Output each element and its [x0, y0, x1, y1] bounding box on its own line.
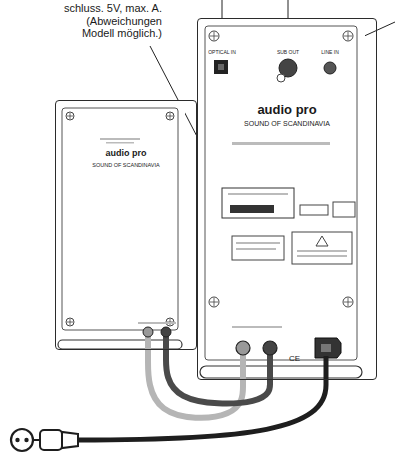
brand-logo-text: audio pro — [56, 149, 196, 159]
port-label: OPTICAL IN — [204, 50, 240, 56]
back-panel — [205, 26, 357, 360]
port-label: LINE IN — [312, 50, 348, 56]
line-in-port — [324, 62, 336, 74]
warning-triangle — [316, 236, 328, 246]
speaker-terminal — [236, 341, 250, 355]
power-cable — [78, 356, 326, 440]
brand-slogan: SOUND OF SCANDINAVIA — [56, 162, 196, 168]
optical-port — [218, 64, 224, 70]
back-panel — [62, 108, 178, 330]
right-speaker — [197, 18, 365, 380]
rating-label — [232, 236, 284, 260]
aptx-badge — [333, 202, 355, 217]
ac-socket — [321, 344, 331, 352]
mains-plug — [11, 429, 78, 451]
speaker-body — [55, 100, 185, 350]
brand-logo-text: audio pro — [198, 103, 376, 117]
screw-crosses — [210, 32, 352, 306]
speaker-back-panel: audio proSOUND OF SCANDINAVIA — [55, 100, 197, 350]
indicator-hole — [277, 74, 285, 82]
speaker-body — [197, 18, 365, 380]
speaker-terminal — [143, 327, 153, 337]
speaker-terminal — [161, 327, 171, 337]
optical-port — [214, 60, 228, 74]
speaker-back-panel: audio proSOUND OF SCANDINAVIA — [197, 18, 377, 380]
bluetooth-badge — [300, 205, 328, 215]
speaker-cable — [166, 350, 270, 404]
screws — [66, 112, 174, 326]
left-speaker — [55, 100, 185, 350]
terminal-print — [232, 326, 282, 328]
screws — [209, 31, 353, 307]
ac-socket — [315, 338, 341, 358]
speaker-terminal — [263, 341, 277, 355]
speaker-cable — [148, 350, 243, 418]
warning-label — [292, 232, 352, 264]
base-rail — [200, 366, 362, 378]
usb-port — [230, 205, 274, 213]
screw-crosses — [67, 113, 173, 325]
usb-print — [228, 193, 288, 195]
brand-slogan: SOUND OF SCANDINAVIA — [198, 120, 376, 128]
usb-panel — [222, 188, 294, 218]
model-print — [232, 142, 330, 145]
certification-mark: CE — [289, 354, 305, 363]
port-label: SUB OUT — [270, 50, 306, 56]
callout-note: schluss. 5V, max. A. (Abweichungen Model… — [62, 2, 162, 40]
